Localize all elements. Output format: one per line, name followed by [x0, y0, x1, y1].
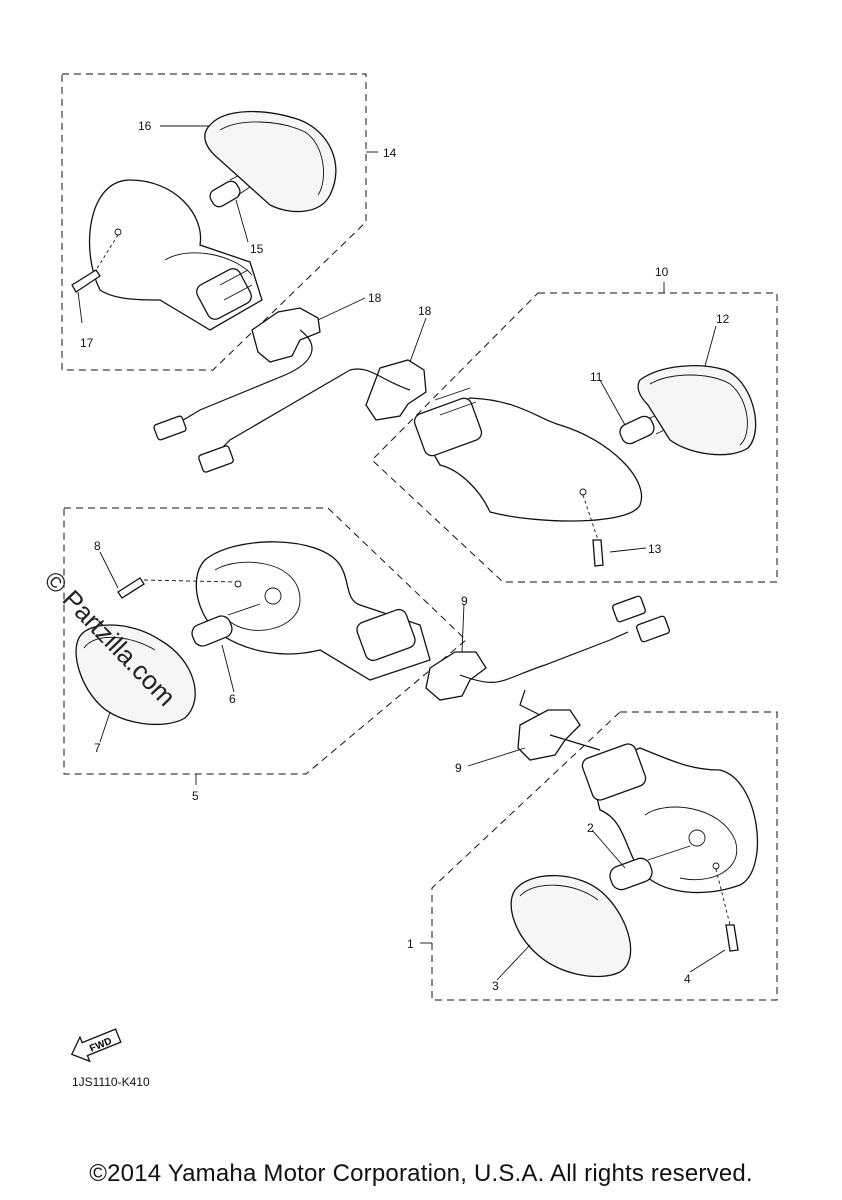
- assembly-10-boundary: [371, 292, 778, 583]
- callout-4: 4: [684, 972, 691, 986]
- callout-17: 17: [80, 336, 94, 350]
- lens-16: [204, 110, 337, 213]
- callout-labels: 16 14 15 17 18 18 10 12 11 13 8 9 6 7 9 …: [80, 119, 730, 993]
- callout-9-upper: 9: [461, 594, 468, 608]
- callout-10: 10: [655, 265, 669, 279]
- callout-8: 8: [94, 539, 101, 553]
- bulb-2: [609, 857, 653, 891]
- grommet-9-lower: [517, 709, 581, 761]
- assembly-10-rear-right-flasher: [198, 282, 778, 583]
- assembly-1-rear-left-flasher: [420, 689, 778, 1001]
- lens-3: [510, 874, 632, 978]
- assembly-14-front-left-flasher: [61, 73, 378, 441]
- callout-6: 6: [229, 692, 236, 706]
- lens-12: [637, 365, 757, 456]
- callout-14: 14: [383, 146, 397, 160]
- screw-8: [117, 577, 145, 599]
- grommet-9-upper: [425, 651, 487, 701]
- callout-11: 11: [590, 370, 603, 384]
- callout-1: 1: [407, 937, 414, 951]
- copyright-notice: ©2014 Yamaha Motor Corporation, U.S.A. A…: [89, 1160, 753, 1187]
- assembly-1-boundary: [431, 711, 778, 1001]
- diagram-code: 1JS1110-K410: [72, 1075, 150, 1089]
- callout-3: 3: [492, 979, 499, 993]
- callout-7: 7: [94, 741, 101, 755]
- screw-17: [71, 269, 101, 293]
- screw-13: [592, 539, 604, 567]
- bulb-15: [209, 180, 241, 208]
- screw-4: [725, 924, 739, 952]
- bulb-11: [619, 415, 655, 445]
- assembly-5-front-right-flasher: [63, 507, 670, 785]
- lens-7: [75, 624, 196, 726]
- leader-lines: [77, 125, 726, 981]
- grommet-18-left: [251, 307, 321, 363]
- callout-5: 5: [192, 789, 199, 803]
- assembly-5-boundary: [63, 507, 467, 775]
- callout-18-left: 18: [368, 291, 382, 305]
- callout-2: 2: [587, 821, 594, 835]
- callout-13: 13: [648, 542, 662, 556]
- grommet-18-right: [365, 359, 427, 421]
- assembly-14-boundary: [61, 73, 367, 371]
- fwd-arrow-icon: FWD: [70, 1028, 122, 1063]
- callout-12: 12: [716, 312, 730, 326]
- callout-15: 15: [250, 242, 264, 256]
- callout-9-lower: 9: [455, 761, 462, 775]
- callout-16: 16: [138, 119, 152, 133]
- bulb-6: [191, 615, 233, 647]
- callout-18-right: 18: [418, 304, 432, 318]
